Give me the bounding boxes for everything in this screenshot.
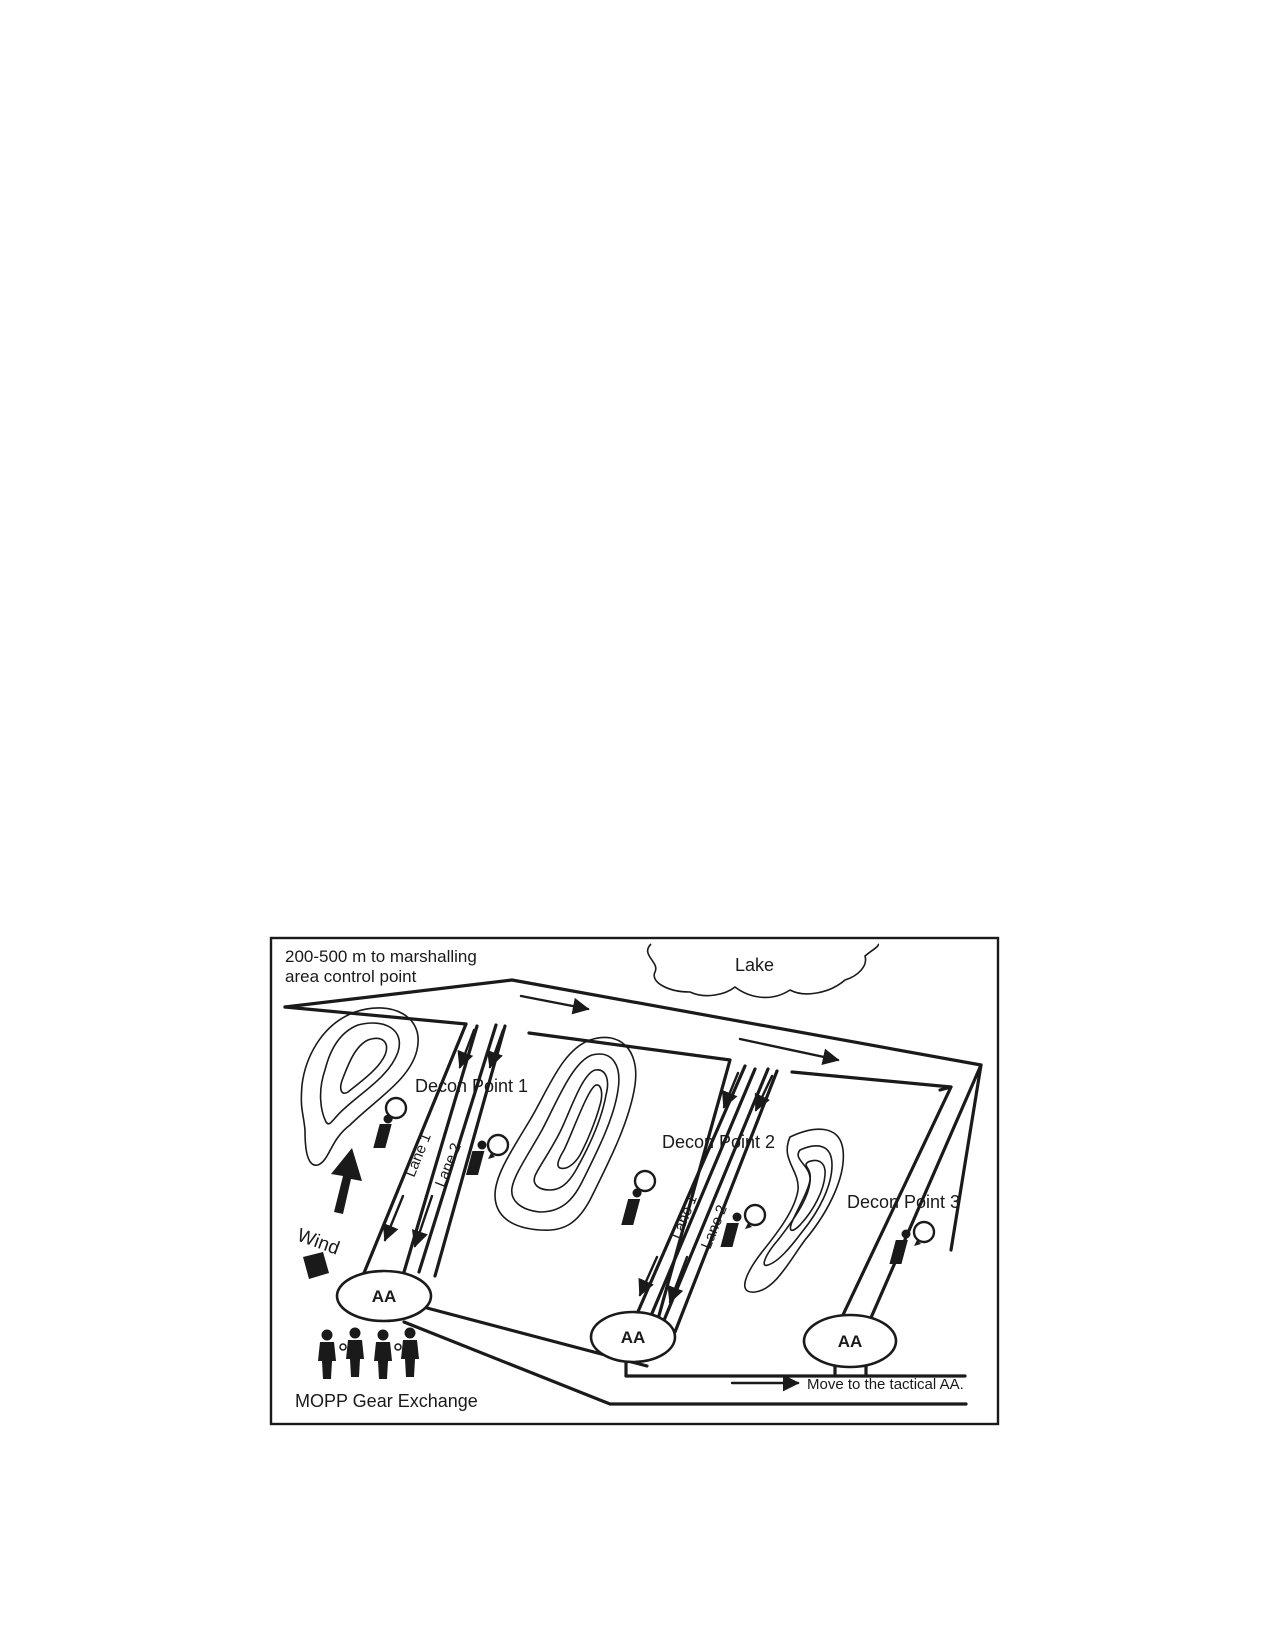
assembly-area-1-label: AA <box>372 1287 397 1306</box>
assembly-area-2: AA <box>589 1310 677 1364</box>
decon-station-icon <box>373 1096 408 1148</box>
decon-station-icon <box>889 1220 936 1264</box>
control-point-label-line2: area control point <box>285 967 417 986</box>
lake-label: Lake <box>735 955 774 975</box>
wind-square-icon <box>303 1252 329 1279</box>
decon-point-1-lane-1-label: Lane 1 <box>402 1131 435 1180</box>
decon-station-icons <box>373 1096 936 1264</box>
assembly-area-3-label: AA <box>838 1332 863 1351</box>
terrain-hill-3 <box>744 1128 845 1293</box>
decon-station-icon <box>720 1203 767 1247</box>
control-point-label-line1: 200-500 m to marshalling <box>285 947 477 966</box>
flow-arrows <box>382 994 840 1392</box>
terrain-hill-1 <box>300 1007 419 1166</box>
wind-indicator: Wind <box>294 1148 362 1279</box>
mopp-gear-exchange-people: MOPP Gear Exchange <box>295 1327 478 1411</box>
person-icon <box>339 1327 364 1377</box>
terrain-hill-2 <box>494 1036 637 1232</box>
diagram-frame <box>269 936 1000 1426</box>
move-to-tactical-aa-label: Move to the tactical AA. <box>807 1376 964 1393</box>
decon-point-2-label: Decon Point 2 <box>662 1132 775 1152</box>
person-icon <box>394 1327 419 1377</box>
decon-point-3: Decon Point 3 <box>847 1192 960 1212</box>
assembly-area-2-label: AA <box>621 1328 646 1347</box>
mopp-gear-exchange-label: MOPP Gear Exchange <box>295 1391 478 1411</box>
decon-station-icon <box>621 1169 657 1225</box>
decon-point-3-label: Decon Point 3 <box>847 1192 960 1212</box>
decon-point-1-label: Decon Point 1 <box>415 1076 528 1096</box>
decon-station-icon <box>465 1133 510 1175</box>
assembly-area-3: AA <box>802 1313 898 1369</box>
person-icon <box>318 1329 336 1379</box>
assembly-area-1: AA <box>335 1269 433 1323</box>
person-icon <box>374 1329 392 1379</box>
lake: Lake <box>646 943 880 999</box>
wind-arrow-icon <box>331 1148 362 1214</box>
decon-point-2-lane-1-label: Lane 1 <box>668 1193 701 1242</box>
